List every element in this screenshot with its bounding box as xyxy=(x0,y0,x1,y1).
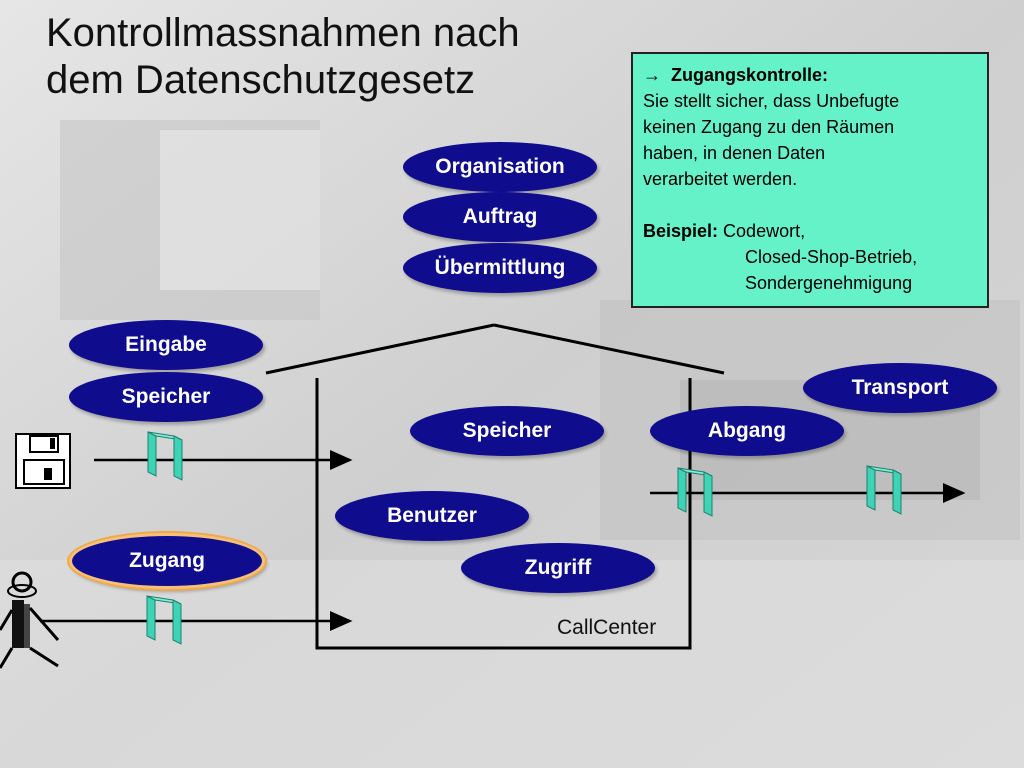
oval-eingabe: Eingabe xyxy=(69,320,263,370)
example-line: Closed-Shop-Betrieb, xyxy=(745,247,918,267)
example-line: Sondergenehmigung xyxy=(745,273,913,293)
oval-transport: Transport xyxy=(803,363,997,413)
oval-organisation: Organisation xyxy=(403,142,597,192)
person-icon xyxy=(0,571,60,669)
title-line-2: dem Datenschutzgesetz xyxy=(46,58,476,102)
oval-speicher-center: Speicher xyxy=(410,406,604,456)
example-label: Beispiel: xyxy=(643,221,719,241)
info-body-line: verarbeitet werden. xyxy=(643,169,798,189)
oval-abgang: Abgang xyxy=(650,406,844,456)
gate-icon xyxy=(147,431,183,481)
oval-zugang: Zugang xyxy=(69,533,265,589)
gate-icon xyxy=(866,465,902,515)
info-example: Beispiel: Codewort, xyxy=(643,218,977,244)
slide-title: Kontrollmassnahmen nach dem Datenschutzg… xyxy=(46,10,606,104)
info-body-line: keinen Zugang zu den Räumen xyxy=(643,117,895,137)
oval-zugriff: Zugriff xyxy=(461,543,655,593)
info-heading: → Zugangskontrolle: xyxy=(643,65,829,85)
example-line: Codewort, xyxy=(723,221,806,241)
callcenter-label: CallCenter xyxy=(557,616,657,639)
oval-speicher-left: Speicher xyxy=(69,372,263,422)
oval-uebermittlung: Übermittlung xyxy=(403,243,597,293)
title-line-1: Kontrollmassnahmen nach xyxy=(46,11,520,55)
arrow-right-icon: → xyxy=(643,65,661,85)
house-roof xyxy=(265,323,725,375)
info-body-line: haben, in denen Daten xyxy=(643,143,826,163)
floppy-disk-icon xyxy=(15,433,71,489)
oval-auftrag: Auftrag xyxy=(403,192,597,242)
info-body-line: Sie stellt sicher, dass Unbefugte xyxy=(643,91,900,111)
oval-benutzer: Benutzer xyxy=(335,491,529,541)
house-walls xyxy=(315,378,692,650)
info-box-zugangskontrolle: → Zugangskontrolle: Sie stellt sicher, d… xyxy=(631,52,989,308)
